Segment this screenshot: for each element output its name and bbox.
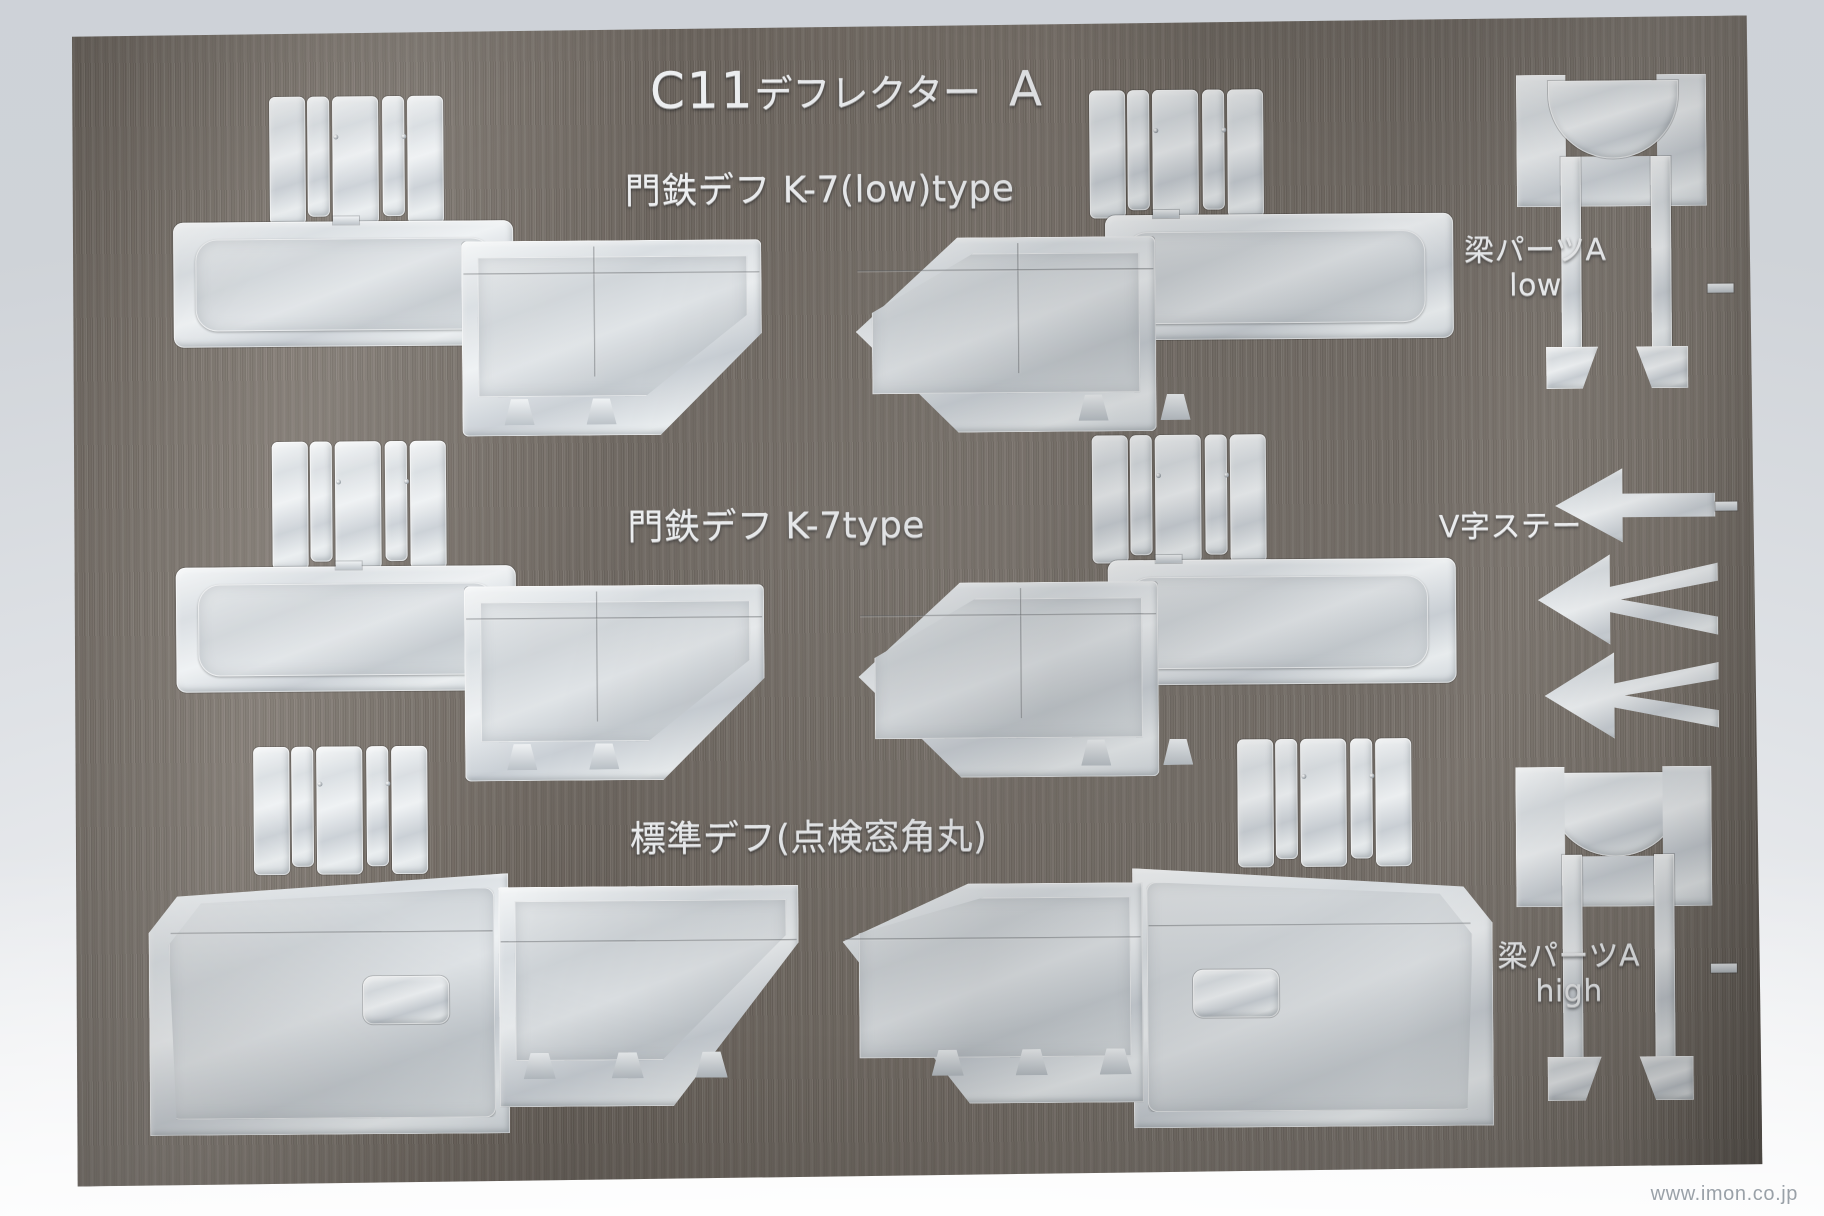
cut-v-stay-1 [1555,468,1716,543]
cut-row3-right-gap [1237,739,1274,867]
fret-title: C11デフレクター A [650,59,1044,120]
label-row1: 門鉄デフ K-7(low)type [624,168,1015,213]
plate-row1-right-brace [871,252,1140,394]
cut-row2-left-slot-a [310,442,333,562]
cut-row2-right-gap2 [1155,435,1202,563]
cut-row1-left-gap3 [407,96,444,224]
cut-row3-left-inspection-window [363,976,449,1025]
cut-beam-low-foot-l [1546,347,1598,389]
cut-beam-high-foot-l [1548,1057,1602,1101]
rivet-row3-left-b [385,781,390,786]
plate-row2-left-deflector [198,582,497,676]
tab-beam-low-a [1708,284,1734,293]
plate-row1-right-deflector [1125,230,1426,324]
tab-row2-left-a [336,561,362,569]
cut-row2-left-gap3 [410,441,447,569]
site-watermark: www.imon.co.jp [1650,1183,1798,1205]
cut-beam-high-stem-r [1654,854,1676,1064]
tab-row1-left-a [333,216,359,224]
title-main: C11 [649,61,755,121]
tab-v-stay-a [1715,502,1737,511]
rivet-row3-right-a [1301,774,1306,779]
cut-row1-right-slot-b [1202,90,1225,210]
cut-row1-right-slot-a [1127,90,1150,210]
cut-row2-right-slot-a [1130,435,1153,555]
cut-v-stay-2 [1538,554,1719,645]
rivet-row1-right-a [1153,128,1158,133]
label-beam-low-line2: low [1509,268,1563,304]
cut-v-stay-3 [1544,652,1719,739]
cut-row2-right-gap3 [1230,434,1267,562]
rivet-row2-left-a [336,479,341,484]
cut-row2-left-slot-b [385,441,408,561]
cut-row3-left-gap3 [391,746,428,874]
cut-row3-right-slot-b [1350,738,1373,858]
rivet-row3-left-a [317,782,322,787]
cut-beam-low-stem-l [1561,157,1583,357]
tab-row2-right-a [1156,555,1182,563]
rivet-row3-right-b [1369,773,1374,778]
cut-beam-high-stem-l [1562,855,1584,1065]
cut-row2-right-slot-b [1205,435,1228,555]
tab-row1-right-a [1153,210,1179,218]
cut-beam-high-foot-r [1640,1056,1694,1100]
tab-row1-right-c [1160,394,1190,420]
cut-row3-left-gap2 [316,746,363,874]
rivet-row2-right-b [1224,473,1229,478]
plate-row1-left-deflector [195,237,494,331]
cut-beam-low-foot-r [1636,346,1688,388]
cut-row2-right-gap [1092,435,1129,563]
label-beam-low: 梁パーツA low [1435,232,1636,304]
cut-beam-low-stem-r [1651,156,1673,356]
rivet-row1-left-a [333,134,338,139]
cut-row2-left-gap [272,442,309,570]
tab-row2-right-c [1163,739,1193,765]
cut-row3-right-inspection-window [1193,969,1279,1018]
cut-row1-left-gap [269,97,306,225]
rivet-row1-left-b [401,134,406,139]
cut-row3-right-gap2 [1300,739,1347,867]
title-mark: A [1008,60,1045,118]
cut-row3-left-slot-a [291,747,314,867]
label-row2: 門鉄デフ K-7type [627,504,926,549]
plate-row2-right-brace [874,597,1143,739]
title-kana: デフレクター [754,70,982,117]
cut-row2-left-gap2 [335,441,382,569]
rivet-row2-right-a [1156,473,1161,478]
rivet-row1-right-b [1221,128,1226,133]
cut-row1-right-gap3 [1227,89,1264,217]
plate-row2-right-deflector [1128,575,1429,669]
tab-beam-high-a [1711,964,1737,973]
etched-brass-fret: C11デフレクター A 門鉄デフ K-7(low)type 門鉄デフ K-7typ… [63,15,1762,1186]
cut-row1-right-gap2 [1152,90,1199,218]
cut-row3-left-slot-b [366,746,389,866]
cut-row1-left-gap2 [332,96,379,224]
cut-row1-right-gap [1089,90,1126,218]
rivet-row2-left-b [404,479,409,484]
label-beam-low-line1: 梁パーツA [1463,232,1607,269]
cut-row1-left-slot-b [382,96,405,216]
cut-row3-right-slot-a [1275,739,1298,859]
label-row3: 標準デフ(点検窓角丸) [629,816,988,861]
cut-row3-left-gap [253,747,290,875]
cut-row3-right-gap3 [1375,738,1412,866]
cut-row1-left-slot-a [307,97,330,217]
